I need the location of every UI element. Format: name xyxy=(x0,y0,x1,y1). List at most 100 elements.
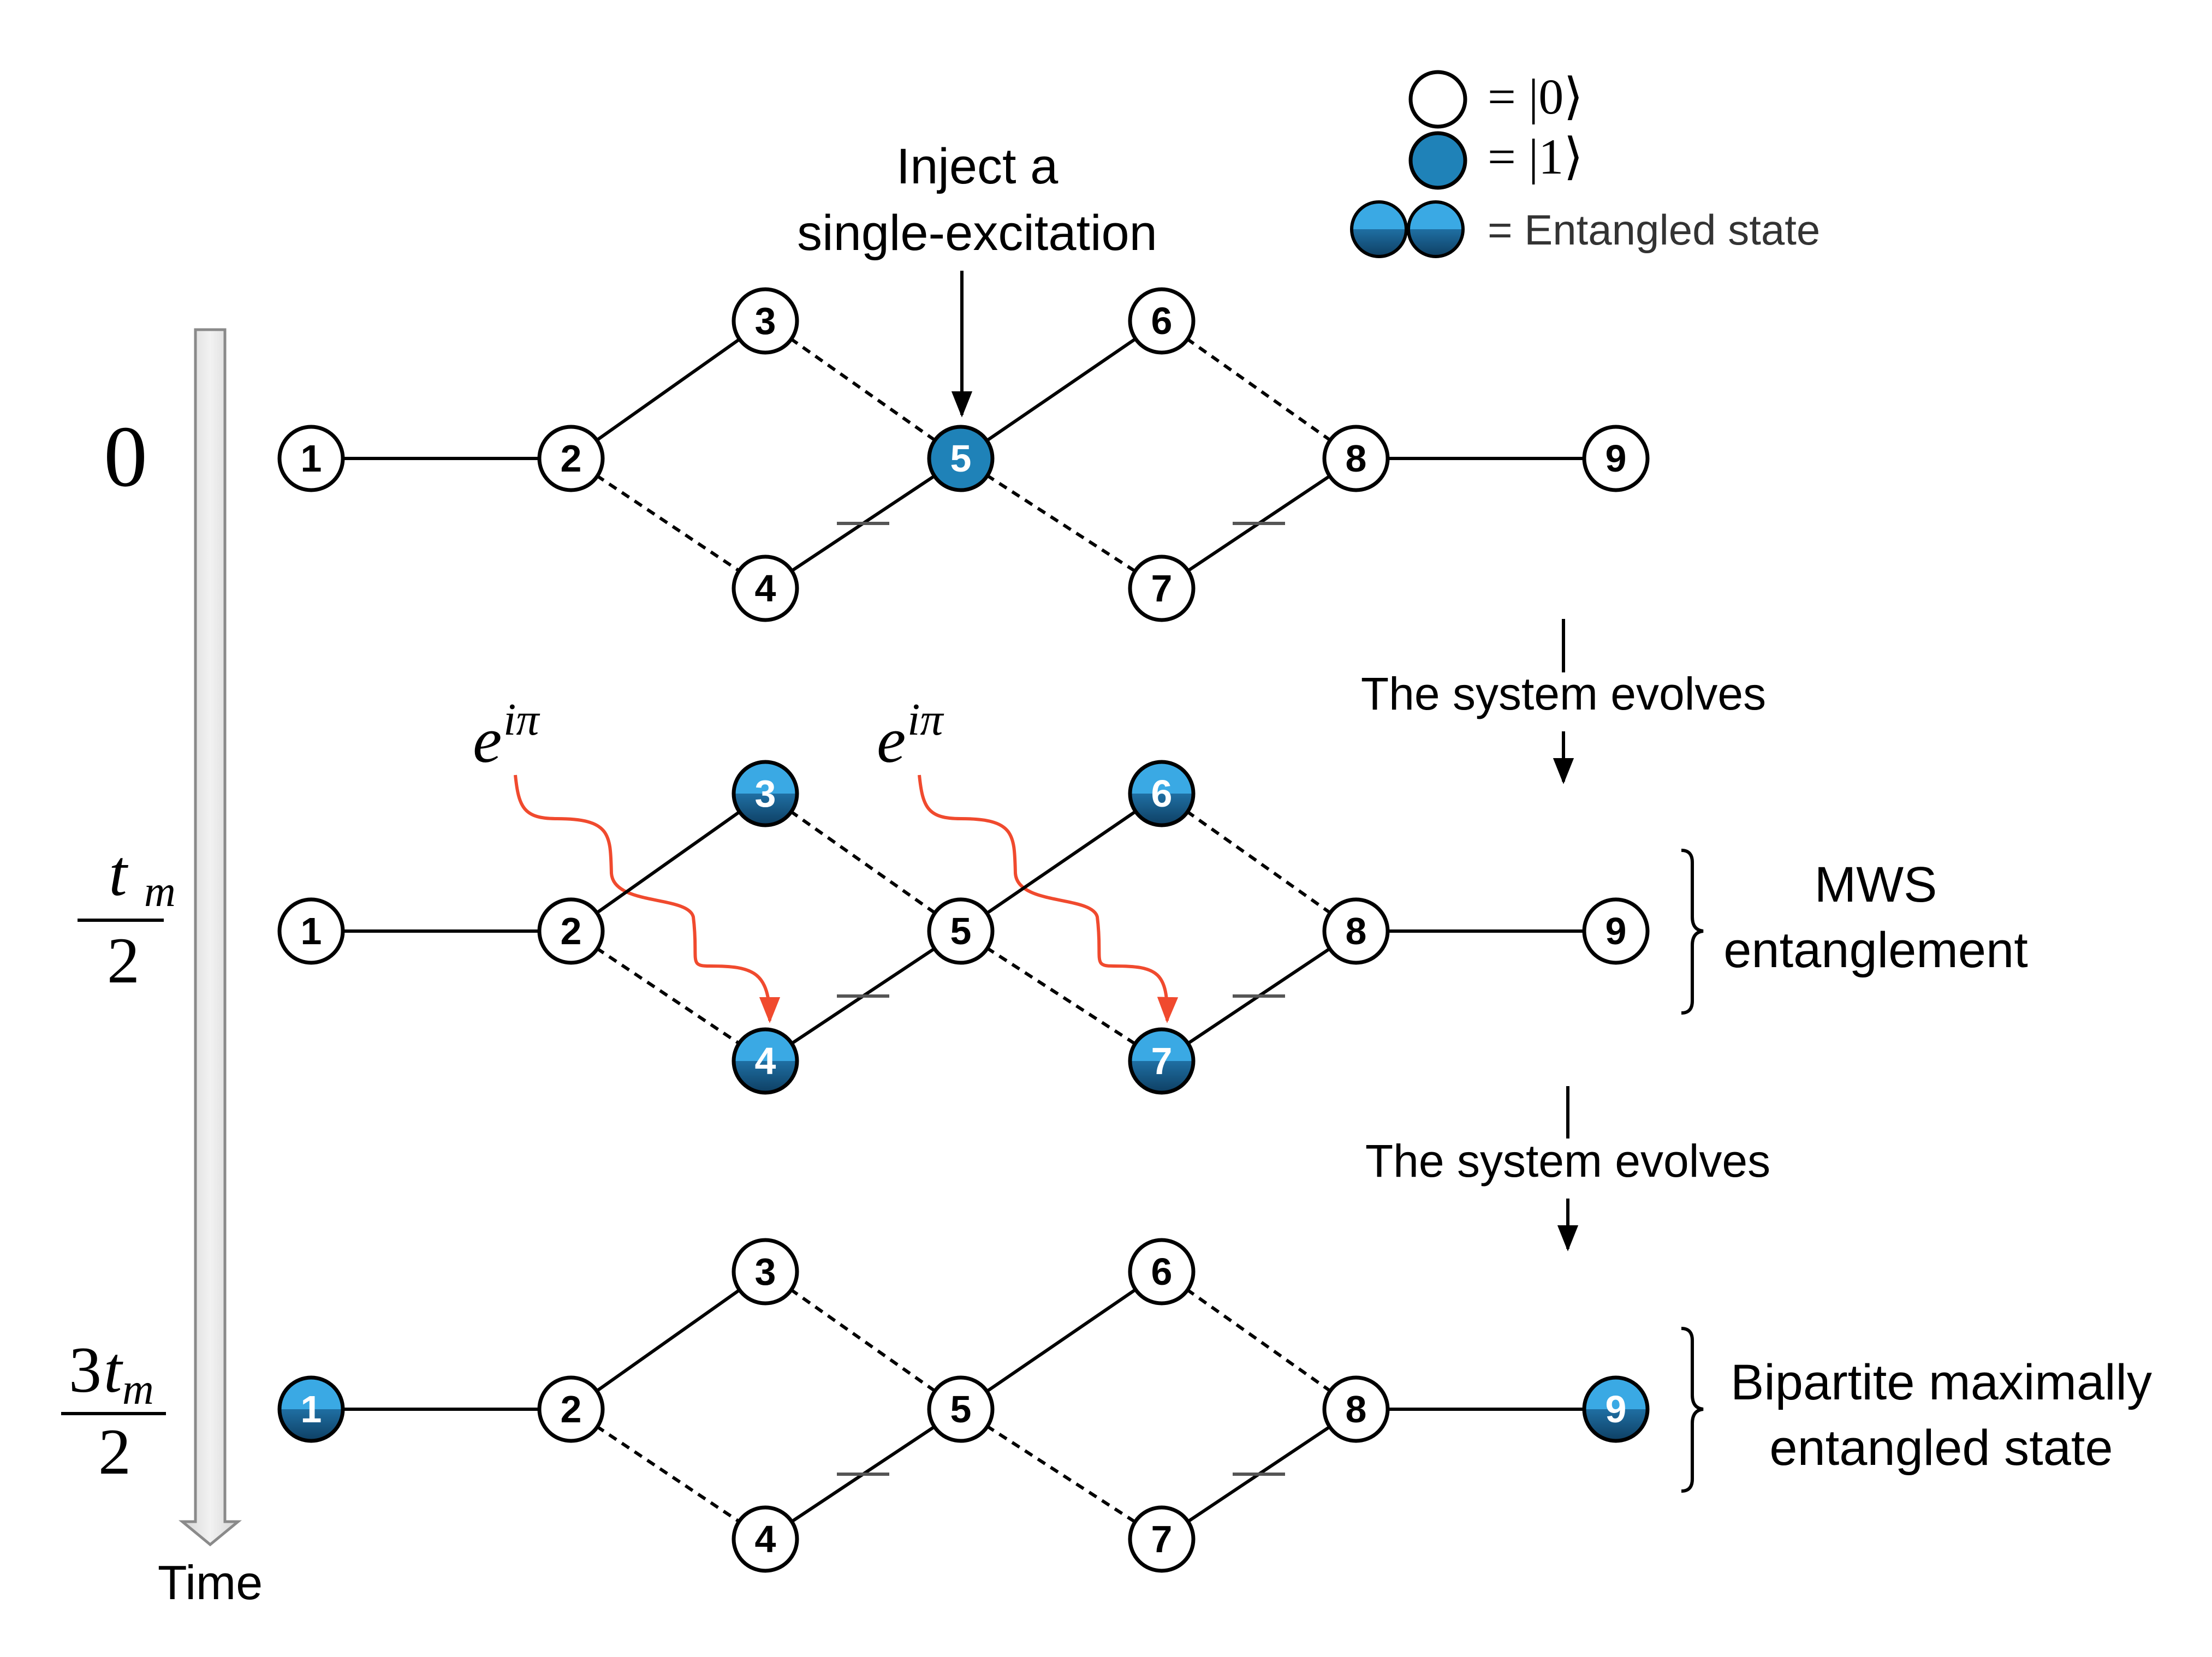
dashed-coupling xyxy=(764,1270,962,1411)
qubit-label: 6 xyxy=(1151,772,1173,815)
qubit-node-9 xyxy=(1582,897,1650,965)
dashed-coupling xyxy=(570,457,766,590)
qubit-label: 1 xyxy=(301,1388,322,1430)
qubit-label: 3 xyxy=(755,300,776,342)
qubit-label: 4 xyxy=(755,1040,776,1082)
dashed-coupling xyxy=(764,792,962,933)
dashed-coupling xyxy=(960,1408,1163,1541)
qubit-node-4 xyxy=(732,555,799,622)
qubit-label: 4 xyxy=(755,567,776,610)
phase-arrow xyxy=(918,774,1179,1023)
evolves-annotation-1: The system evolves xyxy=(1361,619,1766,784)
qubit-label: 2 xyxy=(561,910,582,952)
legend-one-circle xyxy=(1408,131,1467,190)
evolves-annotation-2: The system evolves xyxy=(1365,1086,1770,1251)
dashed-coupling xyxy=(570,1408,766,1541)
mws-brace xyxy=(1681,849,1704,1015)
qubit-node-2 xyxy=(537,1375,605,1443)
qubit-label: 5 xyxy=(950,437,972,480)
time-half-numerator: t xyxy=(109,837,128,909)
dashed-coupling xyxy=(570,929,766,1063)
legend-zero-label: = |0⟩ xyxy=(1488,69,1583,124)
phase-exponent: iπ xyxy=(907,694,944,745)
qubit-label: 9 xyxy=(1606,910,1627,952)
qubit-node-1 xyxy=(277,425,345,492)
qubit-label: 8 xyxy=(1346,437,1367,480)
row-t0: 1 2 3 4 5 6 7 8 9 xyxy=(277,287,1650,622)
dashed-coupling xyxy=(960,457,1163,590)
dashed-coupling xyxy=(764,319,962,460)
qubit-node-3 xyxy=(732,287,799,355)
time-half-denominator: 2 xyxy=(107,924,140,997)
qubit-label: 5 xyxy=(950,1388,972,1430)
qubit-label: 1 xyxy=(301,437,322,480)
qubit-label: 3 xyxy=(755,772,776,815)
qubit-node-9 xyxy=(1582,425,1650,492)
solid-coupling xyxy=(570,319,766,460)
qubit-label: 2 xyxy=(561,1388,582,1430)
qubit-node-3 xyxy=(732,760,799,827)
bipartite-line2: entangled state xyxy=(1769,1420,2113,1476)
phase-exponent: iπ xyxy=(503,694,540,745)
legend: = |0⟩ = |1⟩ = Entangled state xyxy=(1350,69,1820,258)
qubit-node-7 xyxy=(1128,555,1196,622)
mws-line1: MWS xyxy=(1815,857,1937,913)
time-half-subscript: m xyxy=(144,868,176,916)
qubit-node-8 xyxy=(1322,425,1390,492)
qubit-label: 2 xyxy=(561,437,582,480)
legend-one-label: = |1⟩ xyxy=(1488,129,1583,184)
qubit-node-6 xyxy=(1128,287,1196,355)
qubit-node-1 xyxy=(277,1375,345,1443)
evolves-label: The system evolves xyxy=(1365,1135,1770,1187)
qubit-label: 7 xyxy=(1151,1518,1173,1560)
qubit-node-2 xyxy=(537,425,605,492)
qubit-label: 9 xyxy=(1606,437,1627,480)
phase-annotation-1: e iπ xyxy=(473,694,781,1023)
qubit-node-7 xyxy=(1128,1505,1196,1573)
qubit-label: 8 xyxy=(1346,910,1367,952)
time-threehalf-denominator: 2 xyxy=(98,1415,131,1488)
qubit-node-1 xyxy=(277,897,345,965)
qubit-node-6 xyxy=(1128,760,1196,827)
time-half-label: t m 2 xyxy=(78,837,176,997)
phase-base: e xyxy=(877,704,906,776)
time-threehalf-label: 3 t m 2 xyxy=(61,1333,166,1488)
qubit-label: 6 xyxy=(1151,300,1173,342)
qubit-label: 7 xyxy=(1151,1040,1173,1082)
qubit-node-2 xyxy=(537,897,605,965)
qubit-label: 1 xyxy=(301,910,322,952)
dashed-coupling xyxy=(1161,792,1357,933)
qubit-node-5 xyxy=(927,1375,995,1443)
qubit-node-6 xyxy=(1128,1238,1196,1306)
inject-line1: Inject a xyxy=(896,139,1059,194)
time-arrow xyxy=(179,328,242,1547)
qubit-node-9 xyxy=(1582,1375,1650,1443)
legend-zero-circle xyxy=(1408,70,1467,129)
qubit-label: 5 xyxy=(950,910,972,952)
time-threehalf-coef: 3 xyxy=(69,1333,102,1406)
mws-line2: entanglement xyxy=(1723,922,2028,978)
qubit-label: 7 xyxy=(1151,567,1173,610)
bipartite-brace xyxy=(1681,1327,1704,1493)
solid-coupling xyxy=(960,319,1163,460)
phase-arrow xyxy=(514,774,781,1023)
qubit-label: 4 xyxy=(755,1518,776,1560)
solid-coupling xyxy=(960,1270,1163,1411)
evolves-label: The system evolves xyxy=(1361,668,1766,719)
legend-entangled-circle-b xyxy=(1407,200,1465,258)
dashed-coupling xyxy=(1161,1270,1357,1411)
phase-annotation-2: e iπ xyxy=(877,694,1179,1023)
qubit-node-5 xyxy=(927,425,995,492)
qubit-label: 8 xyxy=(1346,1388,1367,1430)
qubit-node-8 xyxy=(1322,1375,1390,1443)
qubit-node-7 xyxy=(1128,1027,1196,1095)
qubit-node-4 xyxy=(732,1027,799,1095)
qubit-node-8 xyxy=(1322,897,1390,965)
solid-coupling xyxy=(570,1270,766,1411)
dashed-coupling xyxy=(1161,319,1357,460)
qubit-label: 9 xyxy=(1606,1388,1627,1430)
legend-entangled-circle-a xyxy=(1350,200,1408,258)
qubit-node-5 xyxy=(927,897,995,965)
